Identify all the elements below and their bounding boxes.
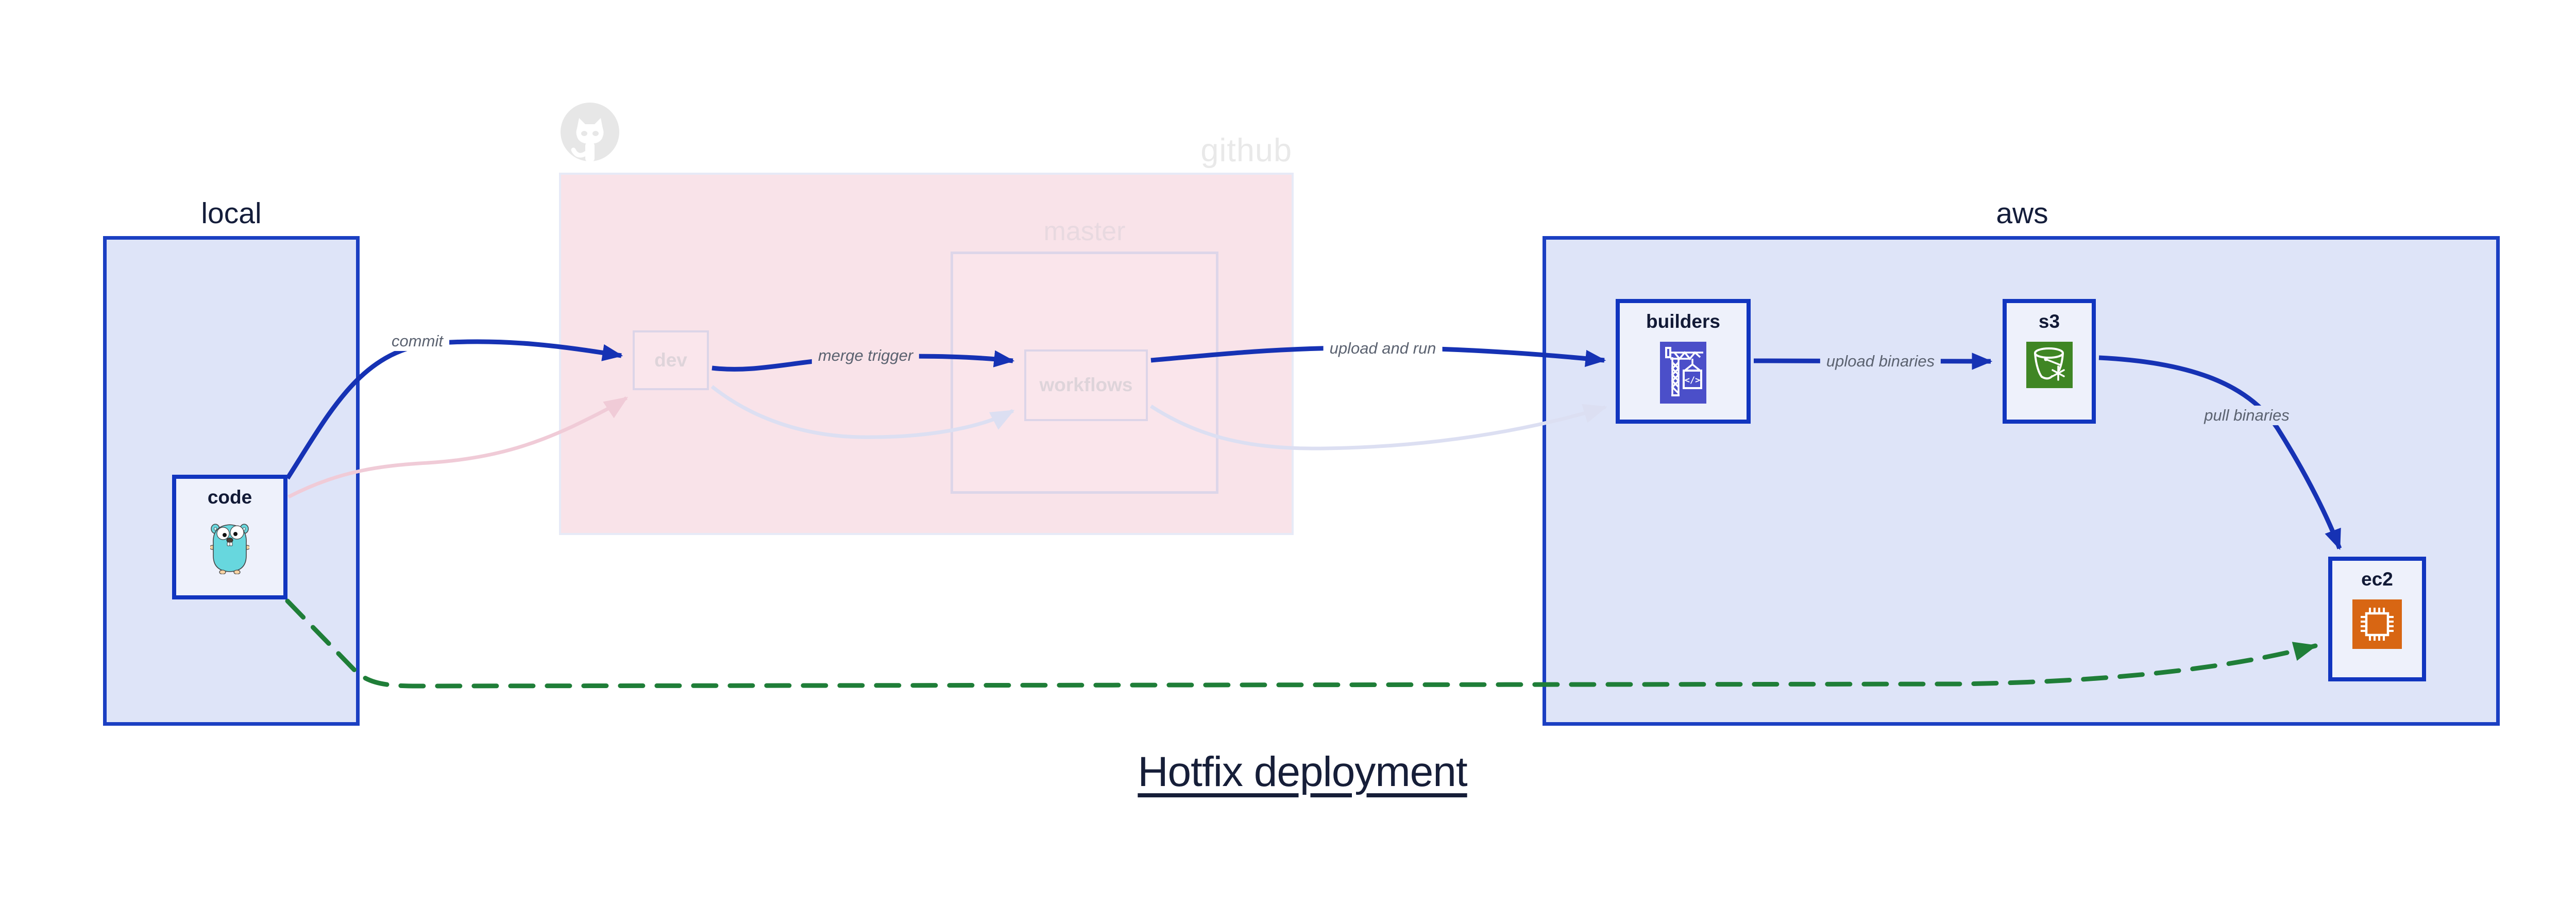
node-workflows: workflows <box>1024 349 1148 421</box>
github-octocat-icon <box>561 103 619 162</box>
aws-codebuild-crane-icon: </> <box>1660 341 1706 406</box>
edge-label-pull-binaries: pull binaries <box>2198 405 2296 426</box>
edge-label-commit: commit <box>385 331 449 352</box>
edge-label-upload-binaries: upload binaries <box>1820 351 1941 372</box>
edge-label-upload-and-run: upload and run <box>1323 338 1443 359</box>
node-code: code <box>172 475 287 599</box>
go-gopher-icon <box>209 517 250 577</box>
node-ec2-label: ec2 <box>2361 569 2393 590</box>
node-builders-label: builders <box>1646 311 1720 332</box>
aws-ec2-chip-icon <box>2352 599 2402 652</box>
local-region-title: local <box>201 197 262 230</box>
github-region-title: github <box>1200 132 1292 169</box>
edge-label-merge-trigger: merge trigger <box>811 345 920 366</box>
node-dev-label: dev <box>654 349 687 371</box>
aws-s3-bucket-snowflake-icon <box>2026 341 2073 391</box>
node-builders: builders </> <box>1616 299 1751 424</box>
node-workflows-label: workflows <box>1039 374 1133 396</box>
node-dev: dev <box>633 330 709 390</box>
aws-region-title: aws <box>1996 197 2048 230</box>
codebuild-code-glyph: </> <box>1685 375 1701 386</box>
node-code-label: code <box>207 487 252 508</box>
node-s3-label: s3 <box>2038 311 2060 332</box>
master-branch-title: master <box>1043 216 1126 246</box>
diagram-title: Hotfix deployment <box>1138 748 1467 795</box>
node-s3: s3 <box>2003 299 2096 424</box>
node-ec2: ec2 <box>2328 557 2426 681</box>
